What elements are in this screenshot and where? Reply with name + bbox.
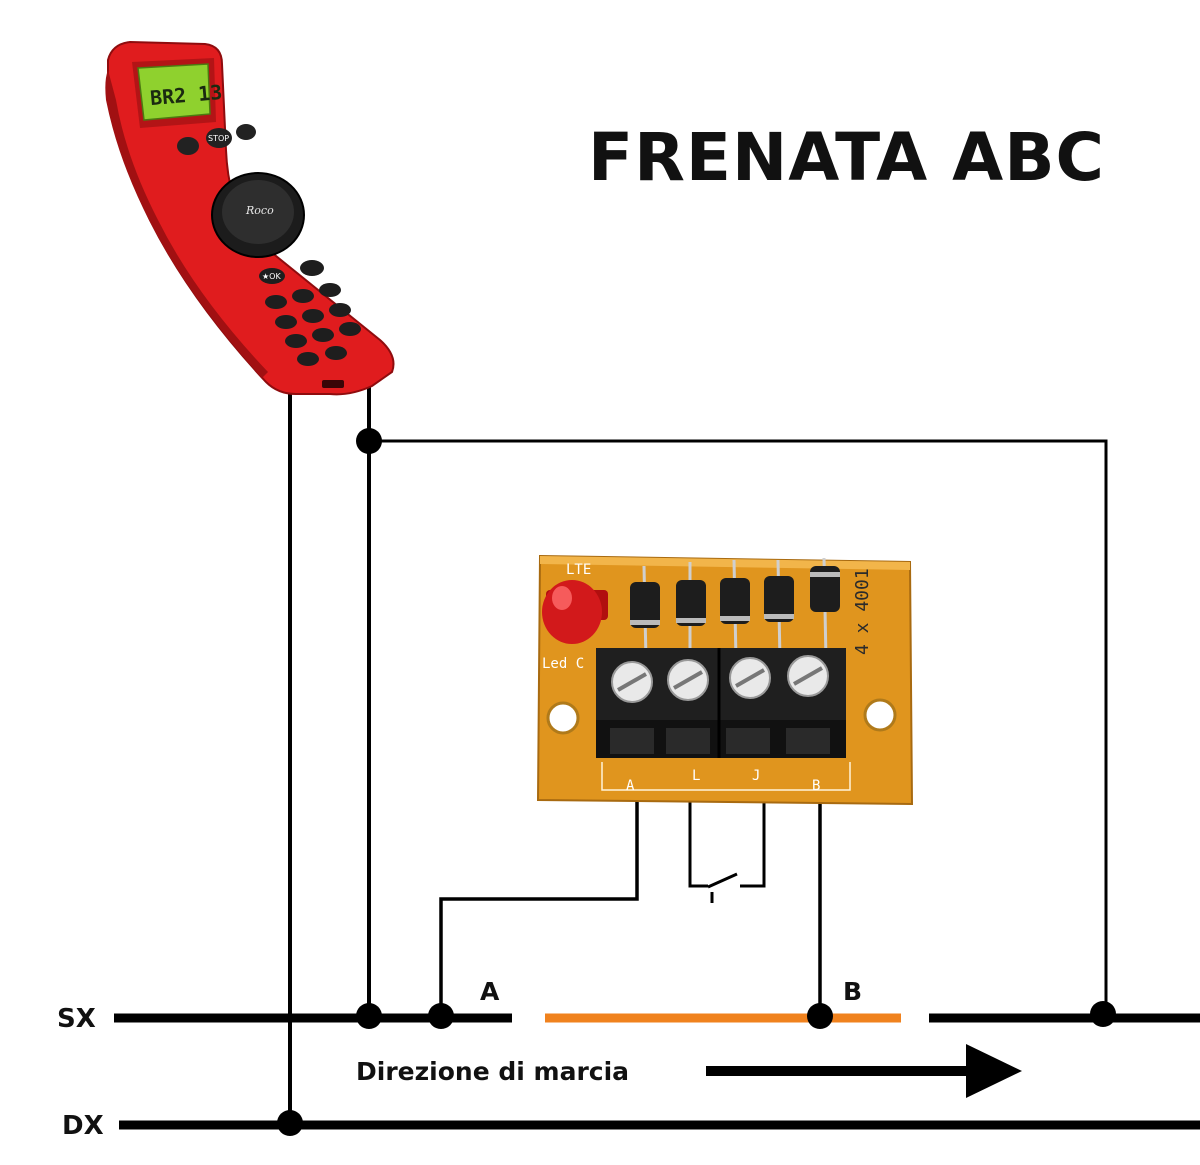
junction-right-section [1090,1001,1116,1027]
point-b-label: B [843,977,862,1006]
feed-wire-right-section [369,439,1108,1016]
junction-dx-controller [277,1110,303,1136]
key-9[interactable] [339,322,361,336]
diode-5 [810,557,840,661]
key-6[interactable] [329,303,351,317]
terminal-label-a: A [626,778,635,794]
stop-key-label: STOP [208,134,229,143]
point-a-label: A [480,977,500,1006]
pcb-label: LTE [566,562,591,578]
digital-controller: BR2 13 STOP Roco ★OK [105,40,395,396]
wire-terminal-a [439,800,639,1016]
mounting-hole-right [863,698,897,732]
left-arrow-key[interactable] [177,137,199,155]
cable-socket [322,380,344,388]
direction-label: Direzione di marcia [356,1057,629,1086]
junctions [277,428,1116,1136]
wiring [288,382,1108,1125]
diode-4 [764,559,794,661]
switch-wire-j [740,800,766,888]
abc-braking-module: LTE Led C 4 x 4001 [536,554,914,806]
key-1[interactable] [265,295,287,309]
key-5[interactable] [302,309,324,323]
diagram-title: FRENATA ABC [588,119,1105,196]
terminal-label-j: J [752,768,760,784]
key-hash[interactable] [325,346,347,360]
controller-lcd [137,63,211,121]
key-3[interactable] [319,283,341,297]
right-arrow-key[interactable] [236,124,256,140]
controller-logo: Roco [245,204,274,217]
key-7[interactable] [285,334,307,348]
ok-key-label: ★OK [262,272,281,281]
direction-arrow [706,1044,1022,1098]
led-label: Led C [542,656,584,672]
rails [114,1013,1200,1130]
junction-point-a [428,1003,454,1029]
mounting-hole-left [546,701,580,735]
rail-sx-label: SX [57,1004,96,1034]
ok-key[interactable] [259,268,285,284]
menu-key[interactable] [300,260,324,276]
diode-1 [630,565,660,661]
key-4[interactable] [275,315,297,329]
junction-feed [356,428,382,454]
switch-wire-l [688,800,708,888]
controller-keypad [259,260,361,366]
rail-dx-label: DX [62,1111,104,1141]
stop-key[interactable] [206,128,232,148]
junction-sx-controller [356,1003,382,1029]
red-led [542,580,608,644]
key-8[interactable] [312,328,334,342]
diode-2 [676,562,706,660]
switch-contact [707,872,738,889]
terminal-block [596,648,846,758]
terminal-label-l: L [692,768,700,784]
key-2[interactable] [292,289,314,303]
chip-label: 4 x 4001 [852,568,873,655]
terminal-label-b: B [812,778,820,794]
junction-point-b [807,1003,833,1029]
key-0[interactable] [297,352,319,366]
diodes [630,557,840,661]
diode-3 [720,559,750,661]
